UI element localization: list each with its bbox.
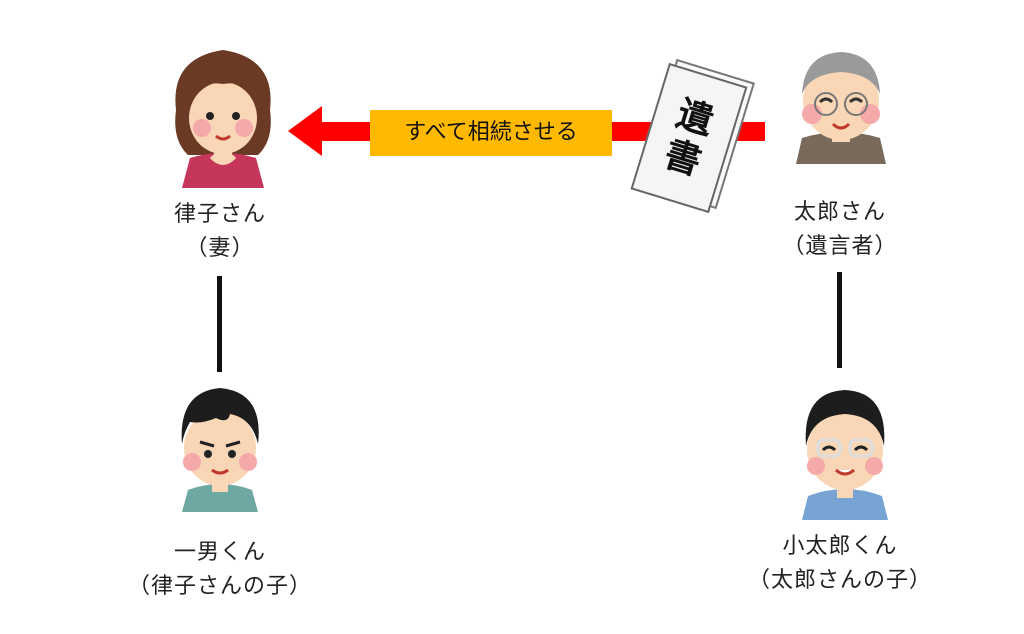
son-wife-role: （律子さんの子） [127,574,312,599]
son-taro-name: 小太郎くん [782,534,898,559]
arrow-head [288,106,322,156]
testator-avatar [796,52,886,164]
testator-name: 太郎さん [793,200,886,225]
testator-role: （遺言者） [782,234,898,259]
will-char-2: 書 [659,132,707,184]
son-taro-avatar [802,390,888,520]
son-wife-name: 一男くん [173,540,266,565]
line-wife-son [217,276,222,372]
line-testator-son [837,272,842,368]
wife-label: 律子さん （妻） [120,198,320,266]
son-wife-label: 一男くん （律子さんの子） [100,536,340,604]
wife-role: （妻） [185,236,255,261]
son-wife-avatar [181,388,259,512]
wife-name: 律子さん [173,202,266,227]
son-taro-label: 小太郎くん （太郎さんの子） [720,530,960,598]
testator-label: 太郎さん （遺言者） [740,196,940,264]
son-taro-role: （太郎さんの子） [747,568,932,593]
arrow-label: すべて相続させる [370,110,612,156]
wife-avatar [175,50,271,188]
